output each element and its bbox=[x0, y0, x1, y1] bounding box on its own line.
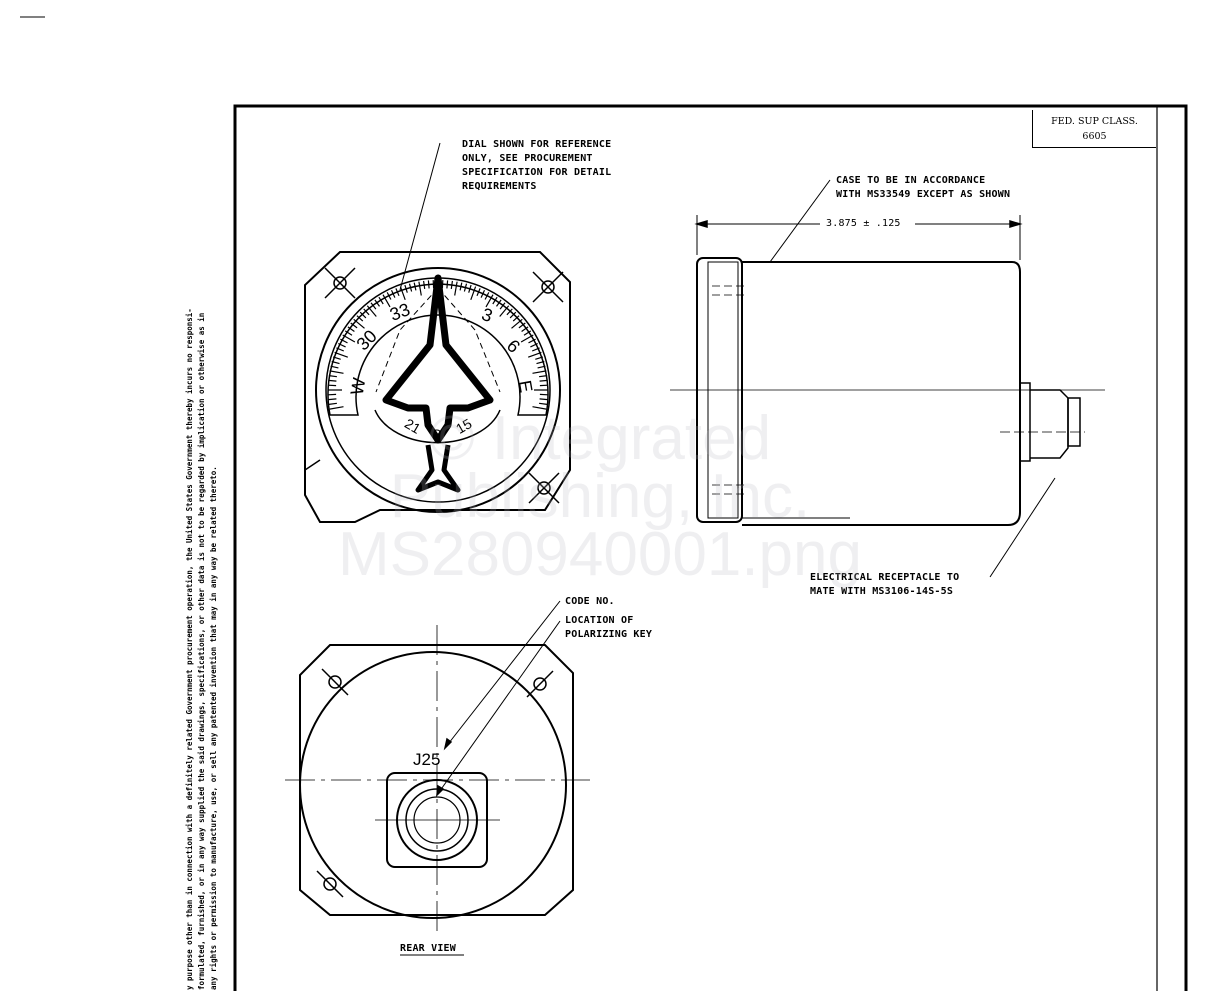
watermark-line: © Integrated bbox=[428, 404, 772, 473]
aircraft-symbol bbox=[382, 274, 494, 444]
fed-sup-class-label: FED. SUP CLASS. bbox=[1051, 116, 1138, 127]
dial-reference-note: DIAL SHOWN FOR REFERENCE ONLY, SEE PROCU… bbox=[462, 139, 612, 192]
watermark-line: MS280940001.png bbox=[337, 520, 862, 589]
length-dimension: 3.875 ± .125 bbox=[826, 218, 901, 229]
polarizing-key-note: LOCATION OF POLARIZING KEY bbox=[565, 615, 653, 640]
rear-code-label: J25 bbox=[413, 750, 441, 769]
rear-view bbox=[285, 600, 590, 956]
drawing-frame bbox=[20, 16, 1188, 991]
watermark-line: Publishing, Inc. bbox=[389, 462, 811, 531]
receptacle-note: ELECTRICAL RECEPTACLE TO MATE WITH MS310… bbox=[810, 572, 960, 597]
watermark: © Integrated Publishing, Inc. MS28094000… bbox=[300, 404, 900, 589]
dial-label-s: S bbox=[432, 426, 442, 442]
fed-sup-class-box: FED. SUP CLASS. 6605 bbox=[1032, 110, 1156, 148]
dial-tick-marks bbox=[328, 280, 548, 410]
side-view-case bbox=[670, 179, 1105, 578]
code-no-note: CODE NO. bbox=[565, 596, 615, 607]
front-view-indicator bbox=[304, 142, 571, 523]
fed-sup-class-value: 6605 bbox=[1082, 131, 1107, 142]
case-note: CASE TO BE IN ACCORDANCE WITH MS33549 EX… bbox=[836, 175, 1011, 200]
dial-label-w: W bbox=[346, 376, 370, 397]
rear-view-label: REAR VIEW bbox=[400, 943, 456, 954]
